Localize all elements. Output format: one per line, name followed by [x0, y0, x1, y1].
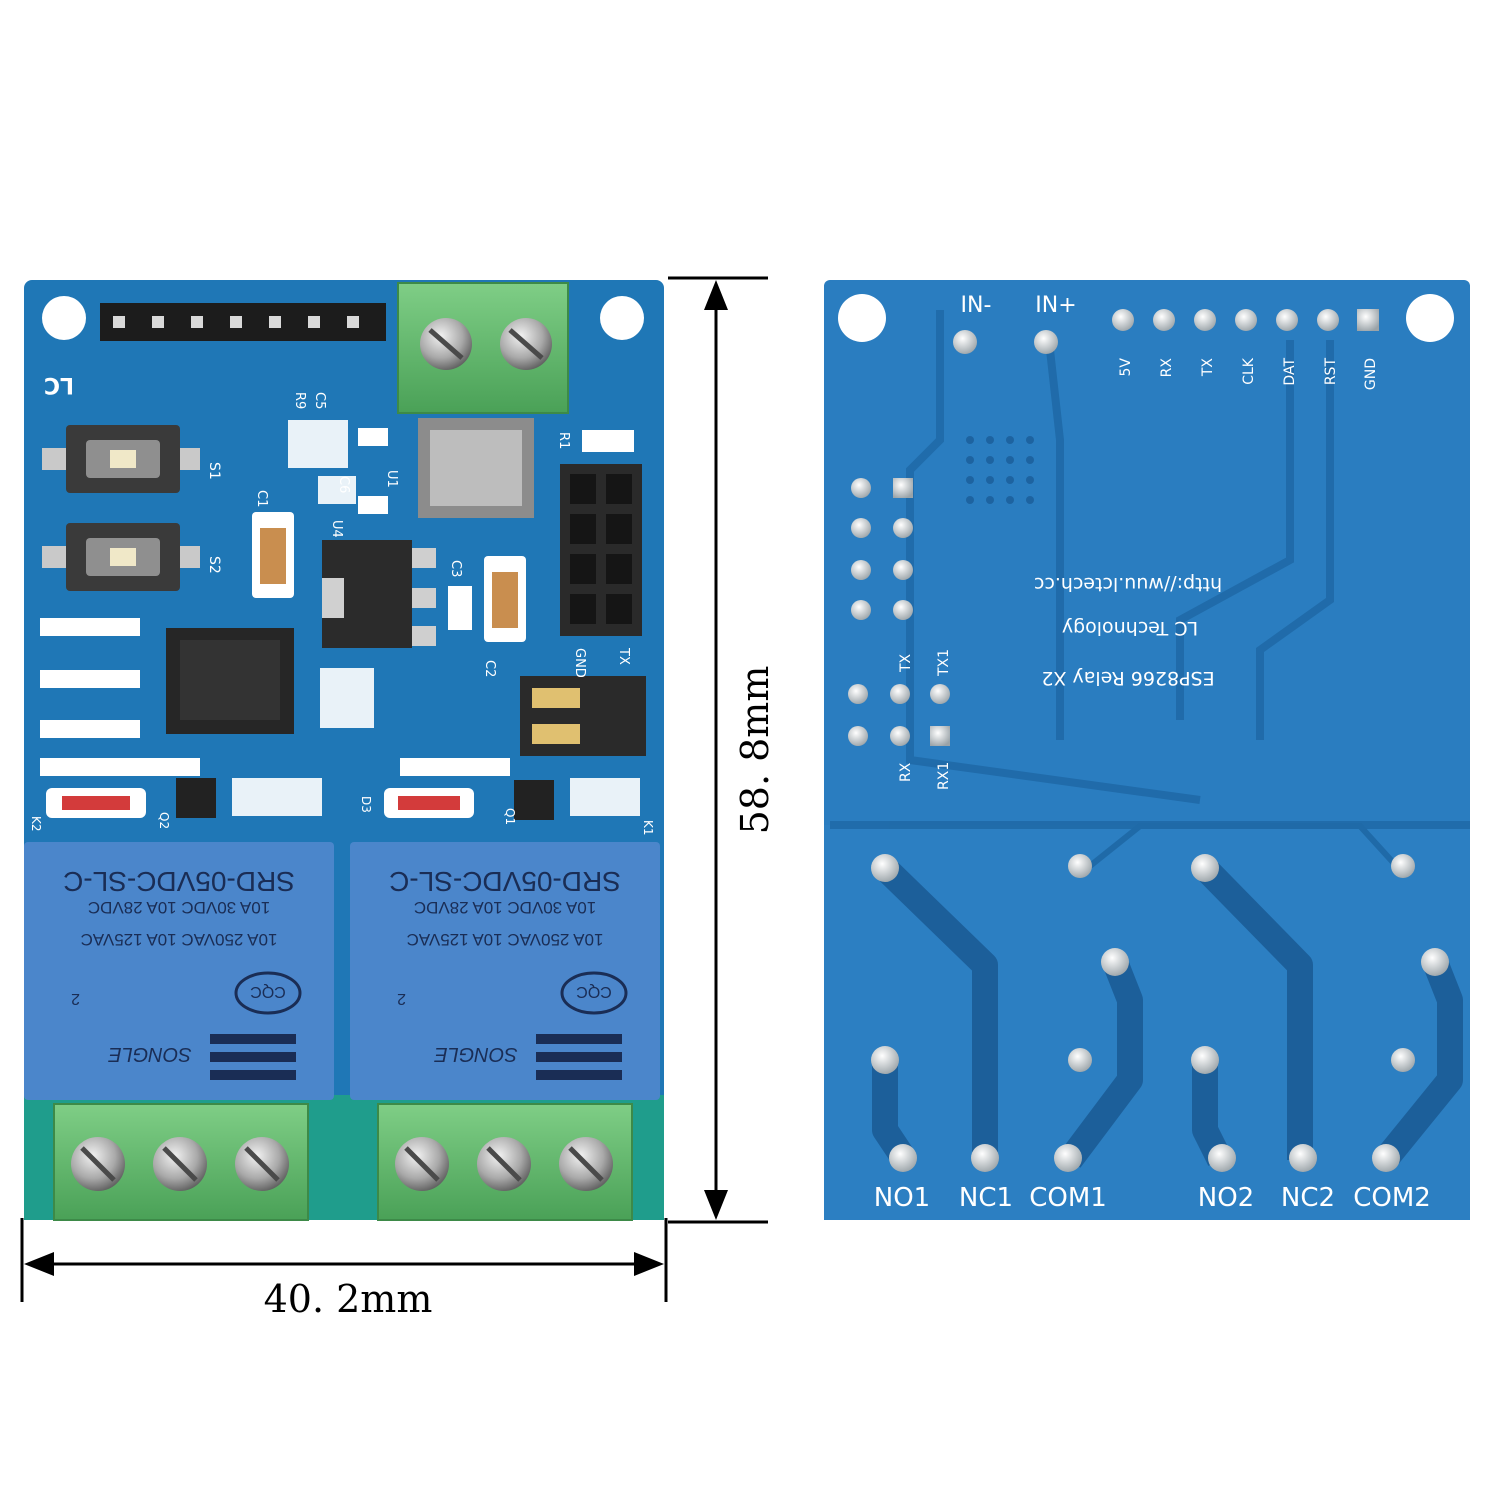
in-minus-label: IN- — [961, 293, 992, 318]
nc1-label: NC1 — [959, 1183, 1013, 1213]
serial-rx-label: RX — [898, 762, 914, 782]
no2-label: NO2 — [1198, 1183, 1254, 1213]
front-board: LC S1 S2 — [24, 280, 664, 1221]
c2-label: C2 — [482, 660, 497, 677]
com1-label: COM1 — [1029, 1183, 1107, 1213]
serial-tx-label: TX — [898, 653, 914, 673]
relay-brand-text: SONGLE — [108, 1043, 192, 1065]
pin-dat-label: DAT — [1282, 358, 1298, 386]
tactile-button-s1 — [42, 425, 200, 493]
pin-rx-label: RX — [1159, 358, 1175, 378]
relay-model-text: SRD-05VDC-SL-C — [63, 866, 295, 897]
power-terminal — [397, 282, 569, 414]
k1-label: K1 — [641, 820, 655, 836]
nc2-label: NC2 — [1281, 1183, 1335, 1213]
relay-rating-text: 10A 250VAC 10A 125VAC — [81, 930, 278, 949]
product-silk-text: ESP8266 Relay X2 — [1041, 667, 1214, 689]
s2-label: S2 — [206, 556, 222, 574]
q1-label: Q1 — [503, 808, 517, 825]
mount-hole-icon — [838, 294, 886, 342]
serial-tx1-label: TX1 — [936, 649, 952, 677]
relay-cert-text: CQC — [250, 983, 286, 1000]
u4-label: U4 — [329, 520, 344, 538]
relay-1: SRD-05VDC-SL-C 10A 30VDC 10A 28VDC 10A 2… — [24, 842, 334, 1100]
esp-pads — [848, 478, 950, 746]
back-board: IN- IN+ 5V RX TX CLK DAT RST GND http://… — [824, 280, 1470, 1220]
relay-2: SRD-05VDC-SL-C 10A 30VDC 10A 28VDC 10A 2… — [350, 842, 660, 1100]
no1-label: NO1 — [874, 1183, 930, 1213]
d3-label: D3 — [359, 796, 373, 813]
serial-rx1-label: RX1 — [936, 762, 952, 790]
smd-components — [40, 418, 646, 820]
c3-label: C3 — [448, 560, 463, 577]
header-pads — [1112, 309, 1379, 331]
u1-label: U1 — [384, 470, 399, 488]
output-terminal-2 — [377, 1103, 633, 1221]
r1-label: R1 — [556, 432, 571, 449]
mount-hole-icon — [600, 296, 644, 340]
height-dimension-label: 58. 8mm — [733, 666, 777, 835]
pin-tx-label: TX — [1200, 358, 1216, 378]
relay-rating-text: 10A 30VDC 10A 28VDC — [88, 898, 270, 917]
logo-text: LC — [44, 372, 74, 397]
c1-label: C1 — [254, 490, 269, 507]
relay-pads — [871, 854, 1449, 1172]
relay-pin-text: 2 — [397, 990, 406, 1007]
c5-label: C5 — [312, 392, 327, 409]
via-grid — [966, 436, 1034, 504]
width-dimension-label: 40. 2mm — [264, 1277, 433, 1321]
r9-label: R9 — [292, 392, 307, 409]
c6-label: C6 — [336, 476, 351, 493]
company-silk-text: LC Technology — [1062, 617, 1198, 639]
relay-rating-text: 10A 30VDC 10A 28VDC — [414, 898, 596, 917]
pin-header — [100, 303, 386, 341]
relay-brand-text: SONGLE — [434, 1043, 518, 1065]
pin-gnd-label: GND — [1363, 358, 1379, 390]
mount-hole-icon — [42, 296, 86, 340]
q2-label: Q2 — [157, 812, 171, 829]
relay-cert-text: CQC — [576, 983, 612, 1000]
gnd-label: GND — [572, 648, 587, 678]
relay-pin-text: 2 — [71, 990, 80, 1007]
s1-label: S1 — [206, 462, 222, 480]
k2-label: K2 — [29, 816, 43, 832]
url-silk-text: http://wuu.lctech.cc — [1034, 573, 1222, 595]
com2-label: COM2 — [1353, 1183, 1431, 1213]
relay-rating-text: 10A 250VAC 10A 125VAC — [407, 930, 604, 949]
dimension-height — [668, 276, 768, 1224]
relay-model-text: SRD-05VDC-SL-C — [389, 866, 621, 897]
pin-5v-label: 5V — [1118, 358, 1134, 377]
in-plus-label: IN+ — [1035, 293, 1076, 318]
pin-rst-label: RST — [1323, 358, 1339, 386]
dimension-width — [20, 1218, 668, 1302]
tactile-button-s2 — [42, 523, 200, 591]
pin-clk-label: CLK — [1241, 357, 1257, 385]
mount-hole-icon — [1406, 294, 1454, 342]
output-terminal-1 — [53, 1103, 309, 1221]
tx-label: TX — [616, 647, 631, 665]
